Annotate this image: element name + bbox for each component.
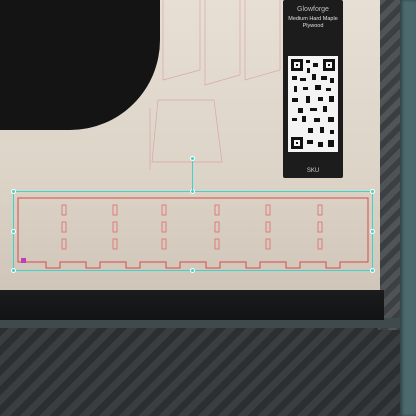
rotate-handle-stem <box>192 158 193 191</box>
material-label-card: Glowforge Medium Hard Maple Plywood <box>283 0 343 178</box>
resize-handle-icon[interactable] <box>370 268 375 273</box>
material-board[interactable]: Glowforge Medium Hard Maple Plywood <box>0 0 380 290</box>
slot <box>317 204 323 216</box>
selection-box[interactable] <box>11 189 375 273</box>
resize-handle-icon[interactable] <box>11 229 16 234</box>
rotate-handle-icon[interactable] <box>190 156 195 161</box>
slot <box>317 221 323 233</box>
slot <box>317 238 323 250</box>
slot <box>265 238 271 250</box>
resize-handle-icon[interactable] <box>11 268 16 273</box>
slot <box>161 204 167 216</box>
bed-edge <box>400 0 416 416</box>
engrave-trapezoid <box>151 99 223 163</box>
resize-handle-icon[interactable] <box>370 189 375 194</box>
engrave-panel-2 <box>204 0 241 86</box>
slot <box>161 221 167 233</box>
slot <box>265 221 271 233</box>
origin-marker <box>21 258 26 263</box>
bed-bottom-rail <box>0 318 400 328</box>
slot <box>214 238 220 250</box>
slot <box>61 221 67 233</box>
slot <box>214 204 220 216</box>
label-footer: SKU <box>306 168 320 174</box>
bed-side-rail <box>378 0 400 330</box>
slot <box>112 221 118 233</box>
label-title-line2: Plywood <box>302 23 324 29</box>
slot <box>161 238 167 250</box>
cut-strip-outline <box>17 197 369 269</box>
slot <box>61 238 67 250</box>
label-title: Medium Hard Maple Plywood <box>283 16 343 30</box>
qr-code-icon <box>288 56 338 152</box>
slot <box>265 204 271 216</box>
cut-out-letter-stem <box>95 0 160 38</box>
resize-handle-icon[interactable] <box>190 268 195 273</box>
material-shadow <box>0 290 384 320</box>
engrave-panel-3 <box>244 0 281 81</box>
slot <box>214 221 220 233</box>
slot <box>112 238 118 250</box>
cut-slots <box>61 204 323 250</box>
engrave-outlines <box>149 0 281 170</box>
engrave-panel-1 <box>162 0 201 81</box>
slot <box>112 204 118 216</box>
cut-strip <box>17 197 369 269</box>
resize-handle-icon[interactable] <box>370 229 375 234</box>
label-title-line1: Medium Hard Maple <box>288 16 338 22</box>
slot <box>61 204 67 216</box>
label-brand: Glowforge <box>297 6 329 13</box>
resize-handle-icon[interactable] <box>11 189 16 194</box>
